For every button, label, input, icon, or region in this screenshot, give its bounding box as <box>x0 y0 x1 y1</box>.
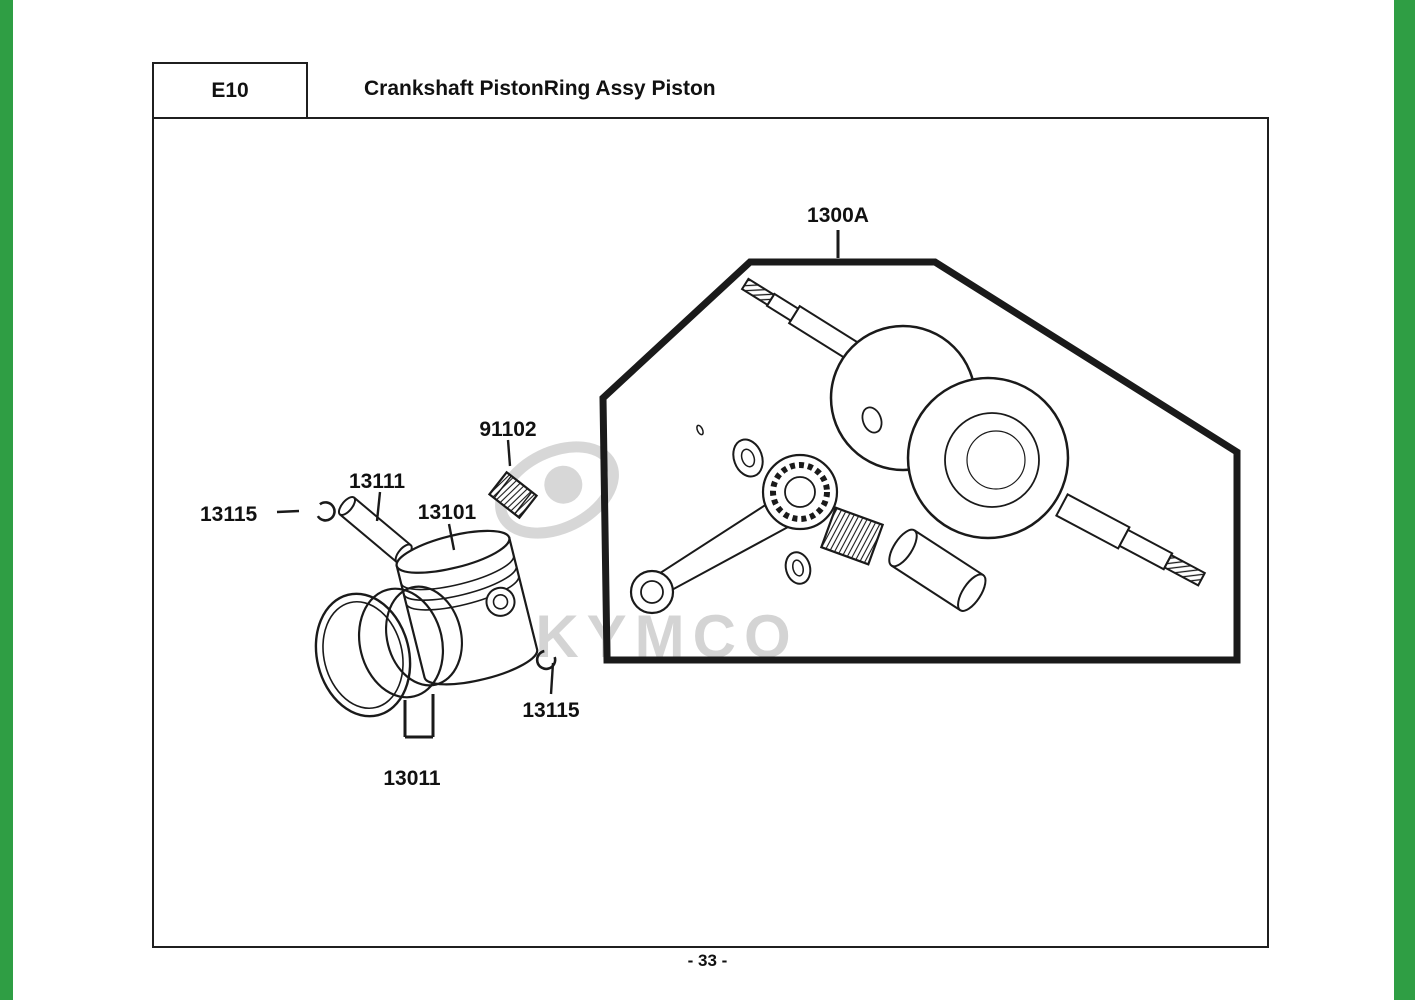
washer-bottom <box>784 551 812 585</box>
label-clip-left: 13115 <box>200 503 258 526</box>
label-bearing: 91102 <box>479 418 536 441</box>
crankshaft-assy-outline <box>599 258 1241 664</box>
circlip-left <box>316 501 336 522</box>
small-end-bearing <box>487 470 539 520</box>
label-piston-pin: 13111 <box>349 470 405 493</box>
diagram-frame <box>152 117 1269 948</box>
leader-lines <box>276 230 840 739</box>
label-piston: 13101 <box>418 501 477 524</box>
label-ring-set: 13011 <box>383 767 441 790</box>
crank-pin <box>888 528 987 612</box>
piston-drawing <box>314 470 557 718</box>
kymco-logo-icon <box>495 441 619 539</box>
page-number: - 33 - <box>687 951 728 970</box>
right-green-strip <box>1394 0 1415 1000</box>
section-code: E10 <box>211 78 249 102</box>
label-crankshaft-assy: 1300A <box>807 204 869 227</box>
crankshaft-drawing <box>629 277 1207 615</box>
washer-top <box>732 438 764 478</box>
piston-body <box>395 529 539 686</box>
part-labels: 1300A 91102 13111 13101 13115 13115 1301… <box>200 204 869 790</box>
crank-shaft-right <box>1055 493 1207 587</box>
section-code-box: E10 <box>152 62 308 119</box>
label-clip-right: 13115 <box>522 699 580 722</box>
crank-web-right <box>906 376 1070 540</box>
left-green-strip <box>0 0 13 1000</box>
piston-pin <box>337 495 413 564</box>
circlip-right <box>535 649 557 671</box>
page-title: Crankshaft PistonRing Assy Piston <box>364 77 716 100</box>
piston-rings <box>314 585 463 718</box>
crank-needle-bearing <box>819 506 885 566</box>
small-mark <box>696 424 704 436</box>
